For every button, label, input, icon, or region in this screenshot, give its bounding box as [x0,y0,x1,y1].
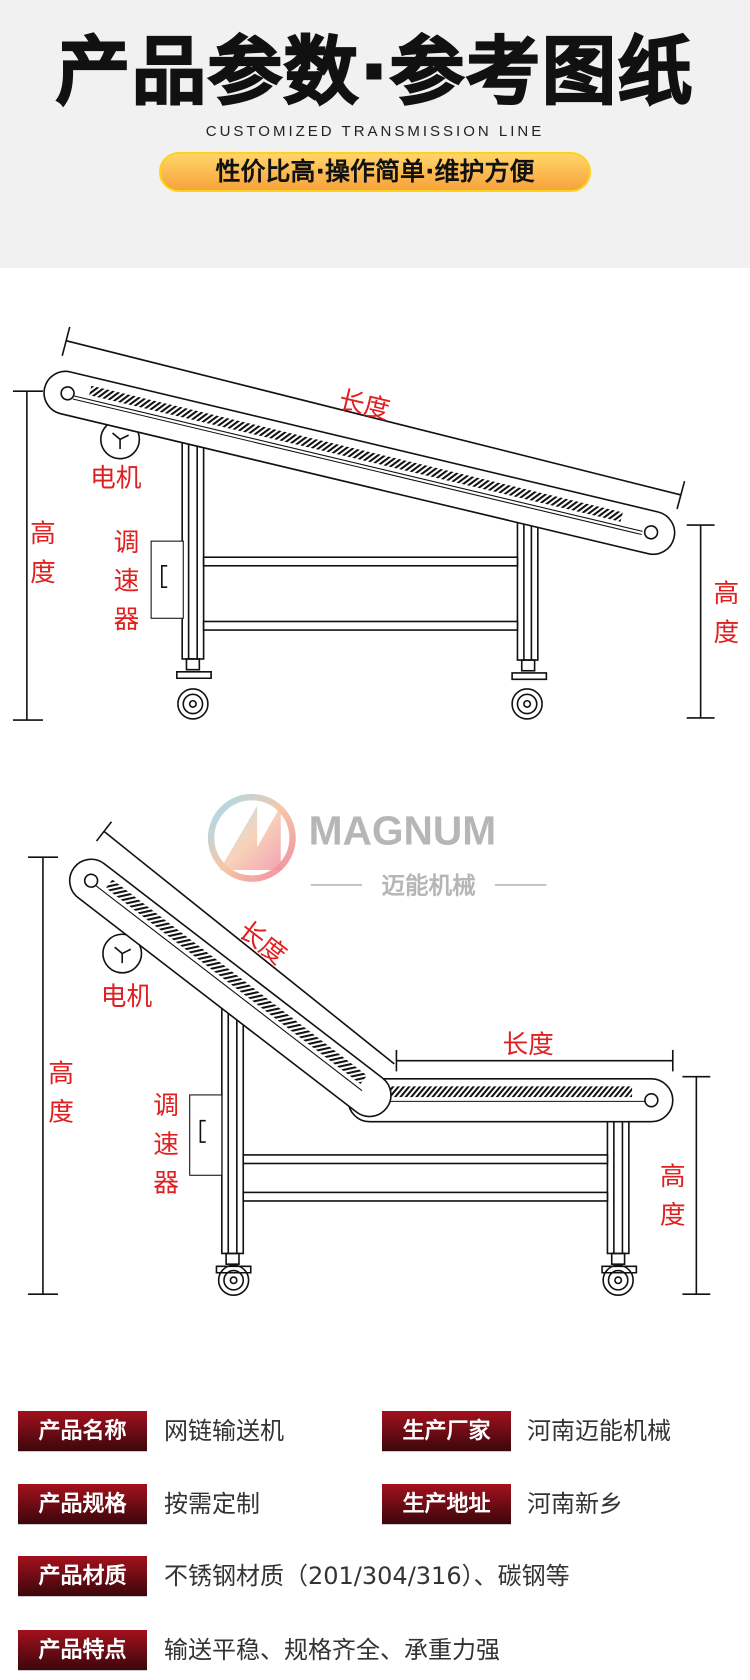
spec-value: 输送平稳、规格齐全、承重力强 [164,1636,500,1664]
page-title: 产品参数·参考图纸 [55,29,695,115]
controller-label: 器 [114,605,140,635]
height-label: 度 [660,1200,686,1230]
height-label: 高 [660,1162,686,1192]
spec-value: 按需定制 [164,1490,260,1518]
logo-text-en: MAGNUM [309,807,497,853]
motor-label: 电机 [90,464,142,494]
spec-value: 河南新乡 [527,1490,623,1518]
controller-label: 调 [114,528,140,558]
spec-value: 不锈钢材质（201/304/316）、碳钢等 [164,1562,570,1590]
wheel-icon [217,1264,250,1297]
conveyor-climbing-diagram [27,821,711,1297]
spec-label: 生产厂家 [382,1411,511,1452]
logo-text-cn: 迈能机械 [381,872,476,900]
header: 产品参数·参考图纸 CUSTOMIZED TRANSMISSION LINE 性… [0,0,750,268]
magnum-logo [207,793,296,882]
wheel-icon [511,688,543,720]
length-label: 长度 [502,1030,553,1060]
wheel-icon [177,688,209,720]
height-label: 高 [30,519,56,549]
height-label: 度 [713,618,739,648]
slogan-badge: 性价比高·操作简单·维护方便 [159,152,591,192]
spec-label: 产品材质 [18,1556,147,1597]
height-label: 度 [30,558,56,588]
spec-value: 河南迈能机械 [527,1417,671,1445]
motor-icon [102,933,143,974]
controller-label: 速 [153,1130,179,1160]
spec-label: 产品规格 [18,1484,147,1525]
spec-label: 产品特点 [18,1630,147,1671]
length-label: 长度 [336,385,393,426]
conveyor-diagrams: 长度 电机 高 度 调 速 器 高 度 长度 长度 电机 高 度 调 速 器 高… [12,326,739,1297]
conveyor-inclined-diagram [12,326,715,721]
length-label: 长度 [233,916,292,971]
spec-value: 网链输送机 [164,1417,284,1445]
spec-label: 产品名称 [18,1411,147,1452]
controller-label: 器 [153,1168,179,1198]
height-label: 高 [48,1059,74,1089]
controller-label: 调 [153,1091,179,1121]
controller-label: 速 [114,566,140,596]
height-label: 度 [48,1098,74,1128]
page-subtitle: CUSTOMIZED TRANSMISSION LINE [205,123,545,140]
spec-label: 生产地址 [382,1484,511,1525]
wheel-icon [602,1264,634,1297]
height-label: 高 [713,579,739,609]
motor-label: 电机 [101,982,153,1012]
